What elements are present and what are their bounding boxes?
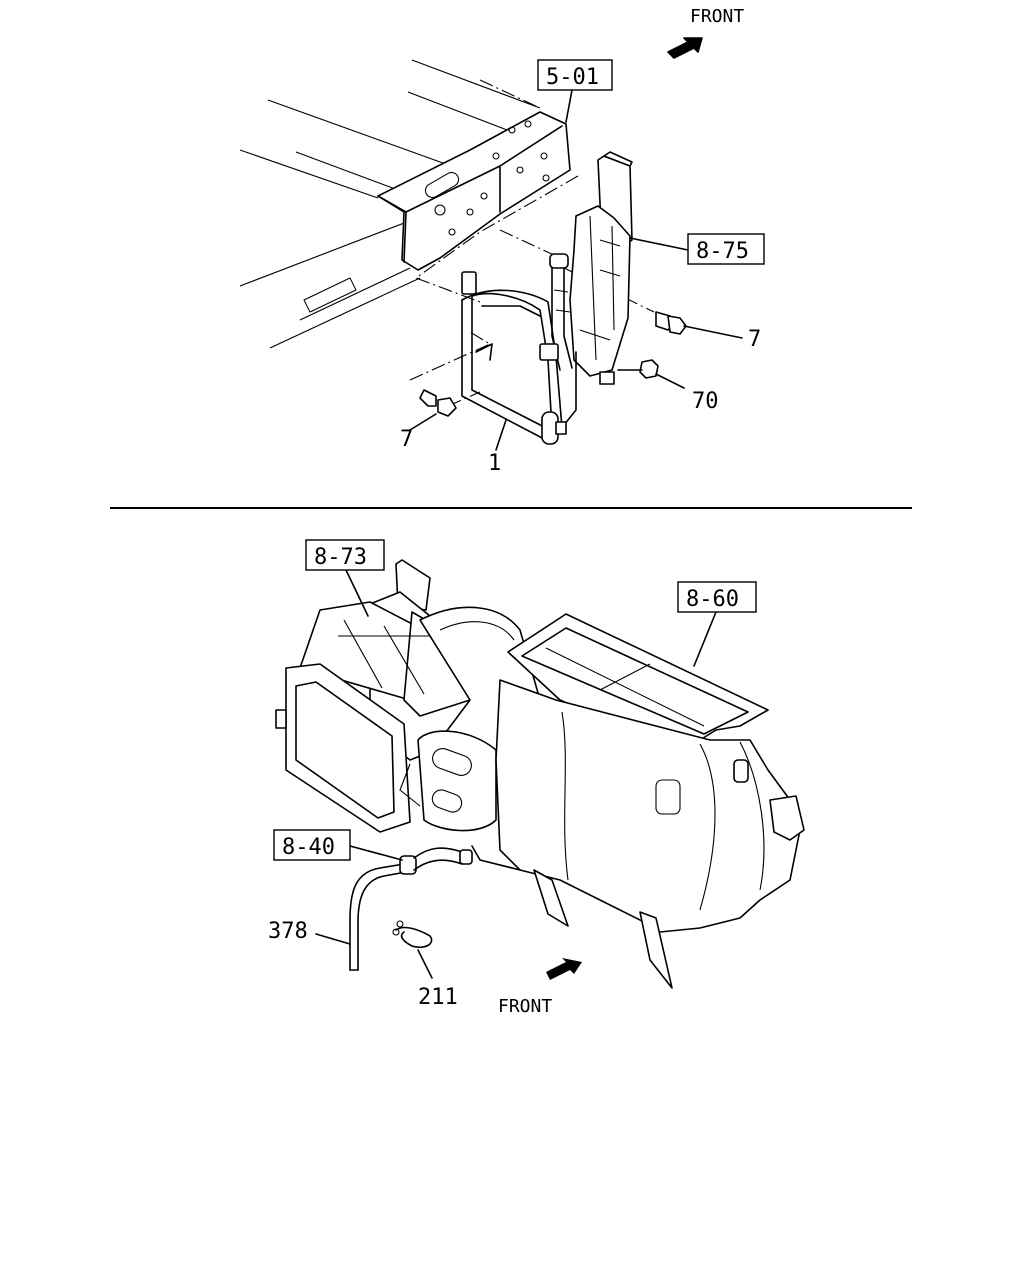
callout-7-right[interactable]: 7 [748, 327, 761, 352]
front-label-top: FRONT [690, 6, 744, 27]
ref-box-5-01[interactable]: 5-01 [537, 59, 613, 91]
front-label-bottom: FRONT [498, 996, 552, 1017]
callout-1[interactable]: 1 [488, 451, 501, 476]
bottom-assembly: FRONT 8-73 8-60 8-40 378 211 [268, 539, 805, 1017]
leader-part-1 [495, 419, 507, 451]
front-arrow-top: FRONT [667, 6, 744, 59]
callout-211[interactable]: 211 [418, 985, 458, 1010]
ref-box-8-60[interactable]: 8-60 [677, 581, 757, 613]
evaporator-unit [559, 151, 633, 431]
callout-378[interactable]: 378 [268, 919, 308, 944]
leader-378 [315, 933, 351, 945]
bolt-icon-right [655, 311, 743, 339]
leader-ref-875 [629, 237, 689, 251]
leader-ref-501 [565, 89, 573, 123]
ref-box-8-40[interactable]: 8-40 [273, 829, 351, 861]
front-arrow-bottom: FRONT [498, 958, 582, 1017]
leader-ref-873 [345, 569, 369, 617]
bolt-icon-left [409, 389, 457, 431]
callout-7-left[interactable]: 7 [400, 427, 413, 452]
nut-icon [617, 359, 685, 389]
ref-5-01-label: 5-01 [546, 65, 599, 90]
heater-case [471, 613, 805, 989]
top-assembly: FRONT [239, 6, 765, 476]
chassis-frame [239, 59, 571, 349]
leader-ref-860 [693, 611, 717, 667]
ref-box-8-73[interactable]: 8-73 [305, 539, 385, 571]
ref-8-75-label: 8-75 [696, 239, 749, 264]
hose-clamp-icon [392, 920, 433, 949]
drain-hose [349, 847, 473, 971]
ref-8-60-label: 8-60 [686, 587, 739, 612]
ref-8-73-label: 8-73 [314, 545, 367, 570]
leader-ref-840 [349, 845, 403, 861]
callout-70[interactable]: 70 [692, 389, 719, 414]
ref-box-8-75[interactable]: 8-75 [687, 233, 765, 265]
ref-8-40-label: 8-40 [282, 835, 335, 860]
leader-211 [417, 949, 433, 979]
pipe-bracket-assembly [461, 253, 573, 445]
